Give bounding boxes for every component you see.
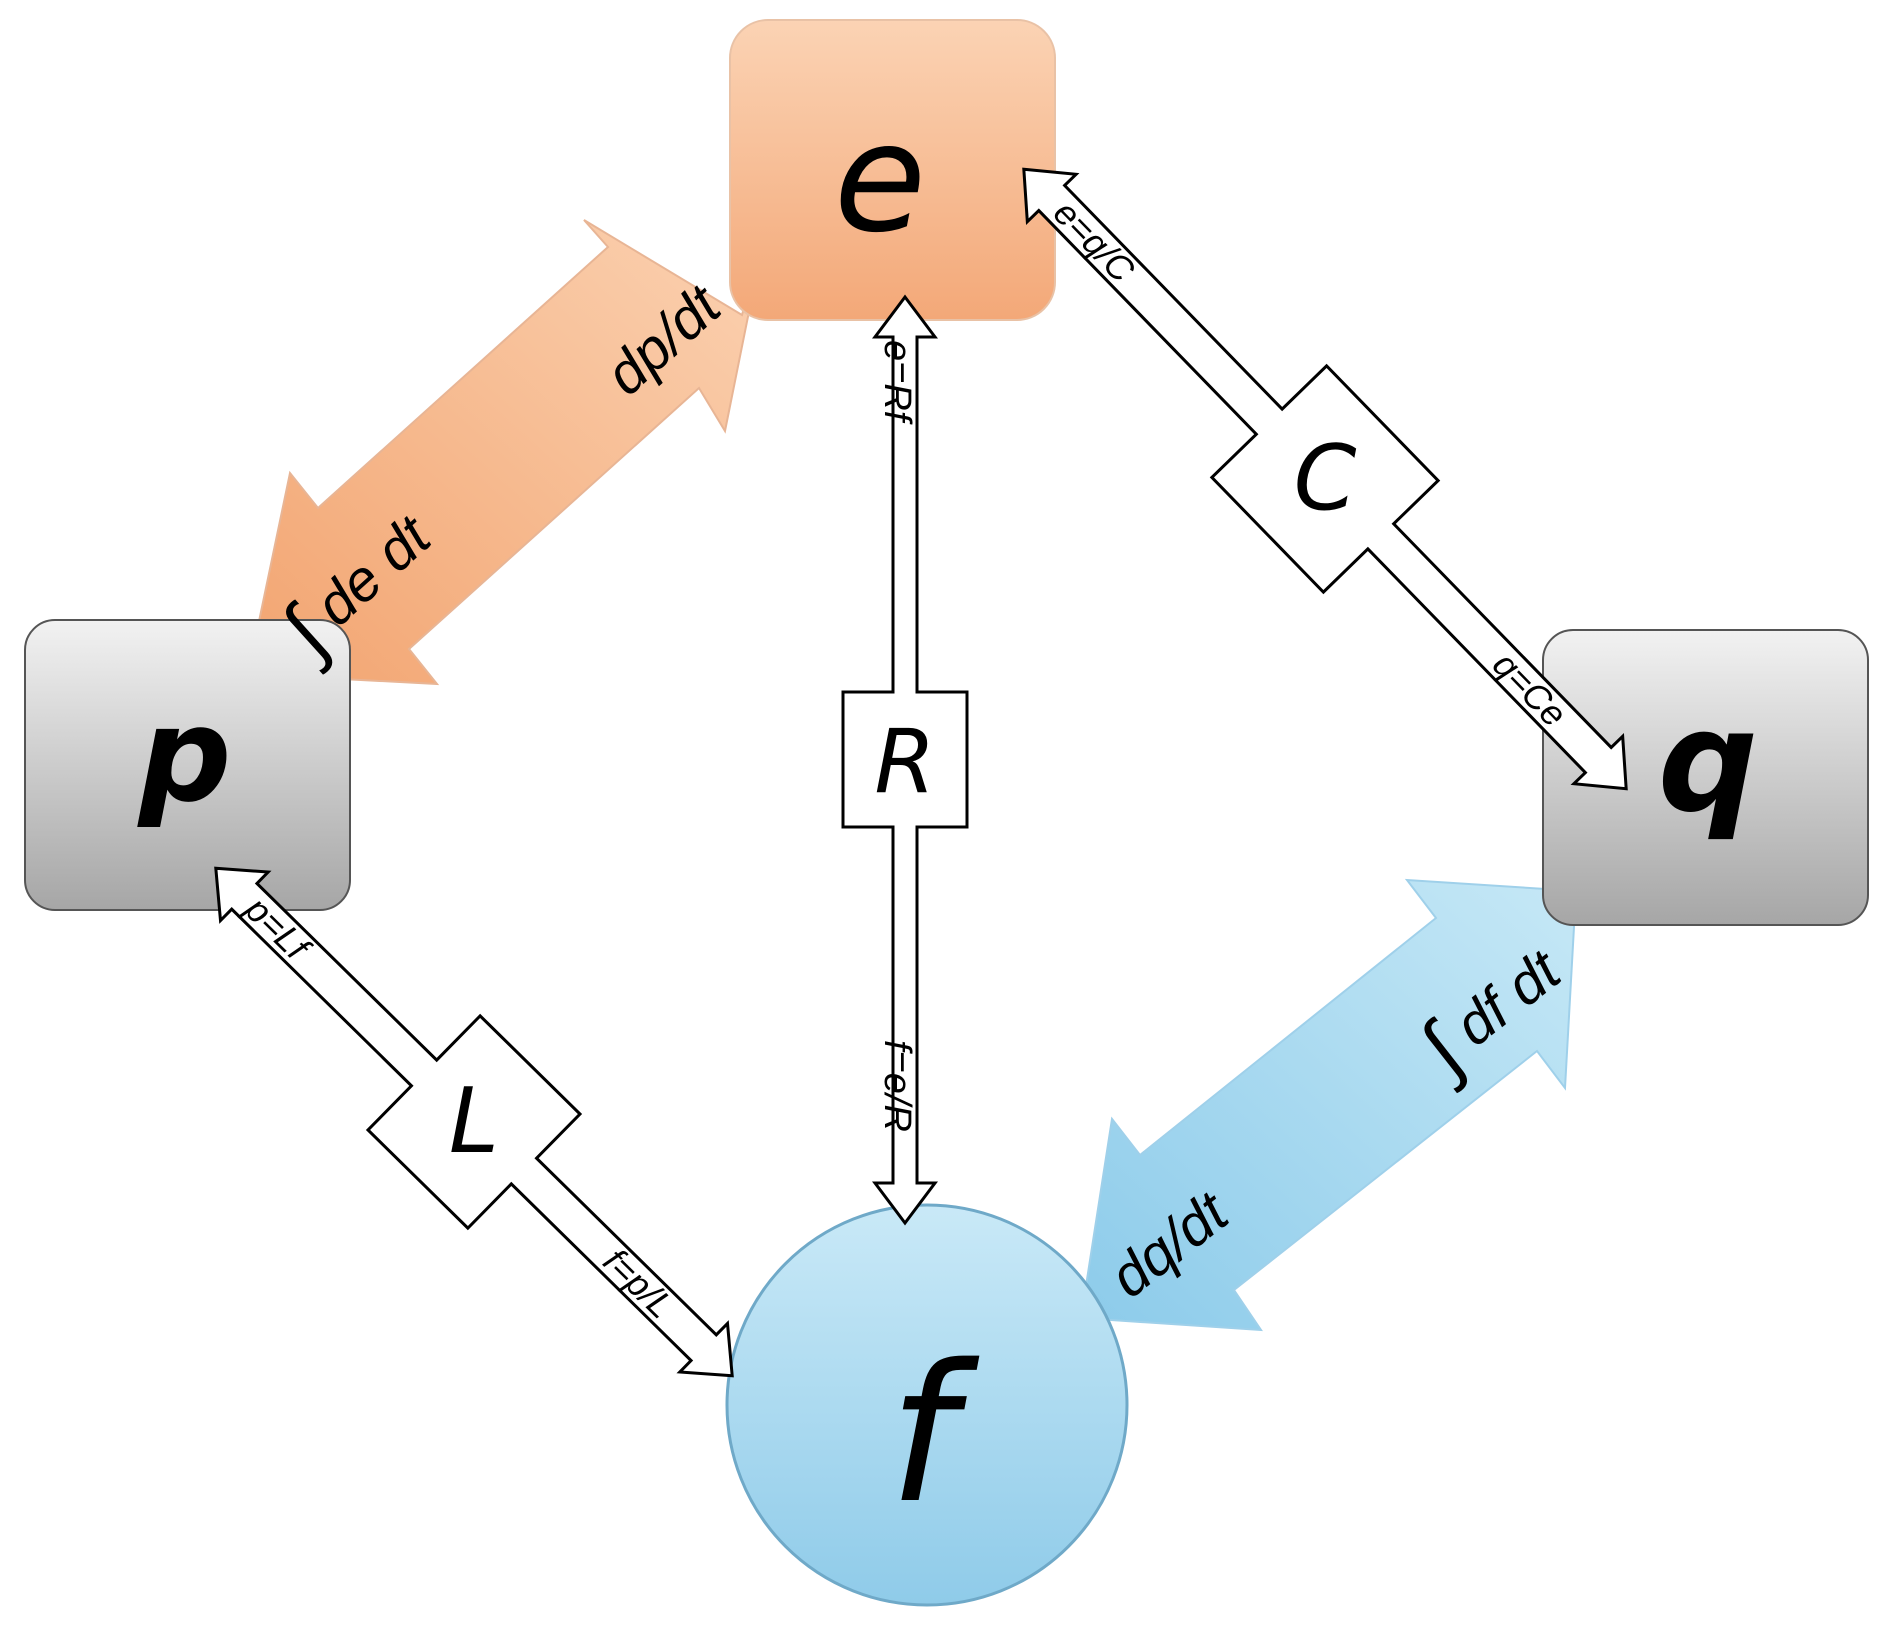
node-p-label: p — [136, 679, 231, 831]
element-C-label: C — [1294, 426, 1357, 531]
relation-f-from-e: f=e/R — [876, 1040, 918, 1132]
capacitor-arrow: e=q/C q=Ce C — [1022, 167, 1628, 791]
node-f: f — [725, 1203, 1129, 1607]
element-L-label: L — [449, 1069, 499, 1174]
element-R-label: R — [874, 710, 935, 813]
inductor-arrow: p=Lf f=p/L L — [214, 866, 734, 1378]
resistor-arrow: e=Rf f=e/R R — [841, 294, 969, 1226]
node-q: q — [1542, 629, 1869, 926]
node-e-label: e — [834, 92, 926, 266]
node-q-label: q — [1658, 681, 1758, 844]
node-e: e — [729, 19, 1056, 321]
relation-e-from-f: e=Rf — [876, 340, 918, 425]
node-p: p — [24, 619, 351, 911]
